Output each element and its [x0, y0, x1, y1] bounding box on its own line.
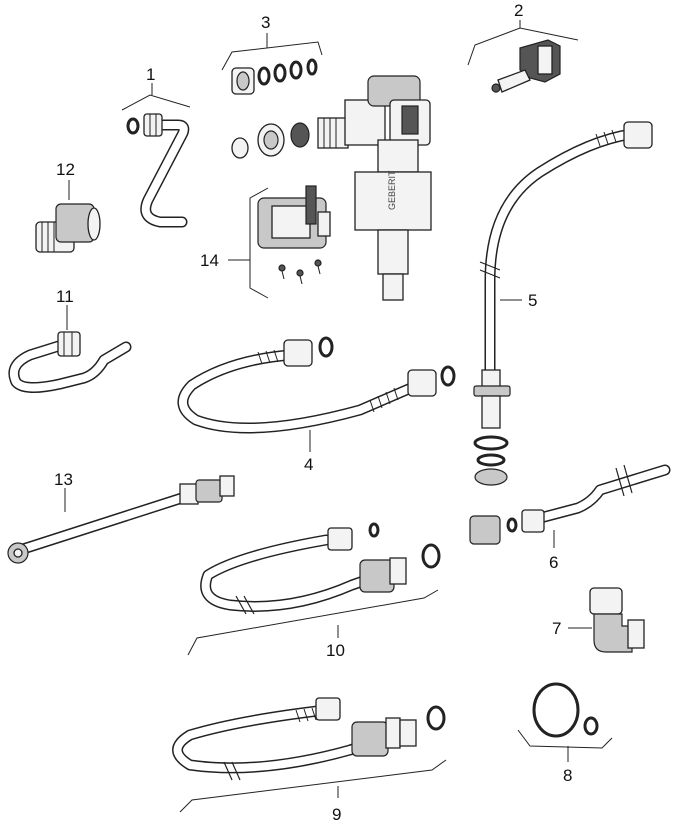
part-13-angle-hose: 13	[7, 470, 235, 564]
callout-2: 2	[514, 1, 523, 20]
braid-section	[257, 349, 399, 413]
callout-13: 13	[54, 470, 73, 489]
part-8-seals: 8	[517, 682, 613, 785]
callout-8: 8	[563, 766, 572, 785]
part-12-adaptor: 12	[35, 160, 101, 253]
callout-6: 6	[549, 553, 558, 572]
screw-icon	[278, 259, 322, 285]
brand-mark: GEBERIT	[387, 170, 397, 210]
fill-valve-assembly: GEBERIT	[231, 75, 432, 301]
part-6-pipe: 6	[469, 464, 671, 572]
callout-1: 1	[146, 65, 155, 84]
part-2-clip: 2	[467, 1, 579, 93]
callout-3: 3	[261, 13, 270, 32]
part-5-long-braided-hose: 5	[473, 121, 653, 486]
part-1-bent-pipe: 1	[121, 65, 191, 228]
part-14-bracket-and-screws: 14	[200, 185, 331, 299]
part-7-elbow: 7	[552, 587, 645, 653]
part-4-braided-hose: 4	[177, 336, 456, 474]
callout-12: 12	[56, 160, 75, 179]
part-10-hose: 10	[187, 522, 441, 660]
callout-7: 7	[552, 619, 561, 638]
callout-4: 4	[304, 455, 313, 474]
callout-9: 9	[332, 805, 341, 824]
part-3-nut-and-seals: 3	[221, 13, 323, 95]
callout-11: 11	[56, 287, 74, 306]
callout-5: 5	[528, 291, 537, 310]
callout-14: 14	[200, 251, 219, 270]
callout-10: 10	[326, 641, 345, 660]
part-11-bent-pipe: 11	[8, 287, 132, 393]
part-9-hose: 9	[172, 697, 447, 824]
